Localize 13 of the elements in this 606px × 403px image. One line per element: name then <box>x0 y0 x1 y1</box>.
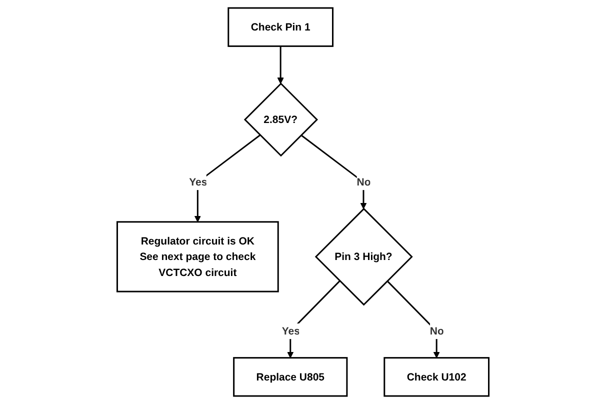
node-box: Check U102 <box>384 356 490 396</box>
edge-label: No <box>356 175 371 188</box>
arrow <box>277 46 284 84</box>
arrow <box>300 134 367 209</box>
node-box: Replace U805 <box>233 356 348 396</box>
node-box: Regulator circuit is OK See next page to check VCTCXO circuit <box>116 220 279 292</box>
node-diamond: 2.85V? <box>244 82 318 156</box>
node-diamond: Pin 3 High? <box>314 207 413 306</box>
arrow <box>194 134 261 222</box>
edge-label: No <box>430 324 444 336</box>
node-box: Check Pin 1 <box>228 6 334 46</box>
arrow <box>386 280 440 358</box>
arrow <box>287 280 340 358</box>
